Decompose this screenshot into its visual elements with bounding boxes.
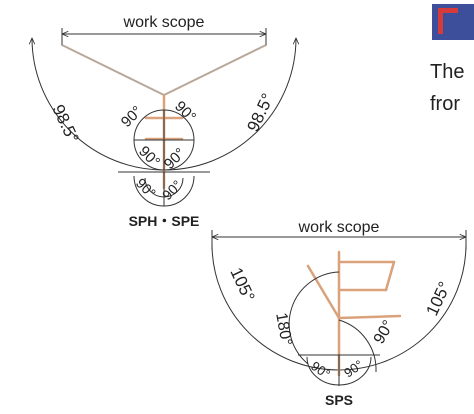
- bottom-arm-brace: [384, 260, 396, 292]
- top-scope-label: work scope: [123, 14, 205, 31]
- side-text-line-2: fror: [430, 93, 460, 115]
- top-base-inner-arc: [144, 177, 184, 198]
- bottom-arm-right: [337, 314, 402, 320]
- bottom-angle-base-left: 90°: [308, 358, 333, 382]
- top-angle-inner-upper-left: 90°: [118, 103, 146, 131]
- bottom-inner-arc-right: [338, 319, 377, 373]
- side-text-line-1: The: [430, 61, 465, 83]
- top-model-label: SPH・SPE: [129, 213, 200, 229]
- top-arm-upper: [61, 44, 267, 97]
- bottom-angle-side-left: 105°: [226, 265, 258, 305]
- top-angle-side-left: 98.5°: [48, 102, 82, 146]
- brand-logo-icon: [432, 4, 474, 40]
- top-angle-inner-lower-left: 90°: [135, 143, 163, 171]
- top-angle-inner-upper-right: 90°: [171, 98, 199, 126]
- bottom-inner-arc-left: [288, 271, 340, 365]
- bottom-diagram: work scope 105° 105° 180° 90° 90° 90° SP…: [212, 219, 466, 408]
- bottom-model-label: SPS: [325, 392, 353, 408]
- bottom-angle-inner-right: 90°: [371, 318, 398, 347]
- bottom-scope-label: work scope: [298, 219, 380, 236]
- bottom-arm-left: [306, 264, 341, 320]
- bottom-angle-inner-left: 180°: [272, 311, 294, 347]
- top-angle-base-left: 90°: [133, 175, 159, 201]
- bottom-angle-side-right: 105°: [422, 279, 454, 319]
- top-diagram: work scope 98.5° 98.5° 90° 90° 90° 90° 9…: [32, 14, 296, 229]
